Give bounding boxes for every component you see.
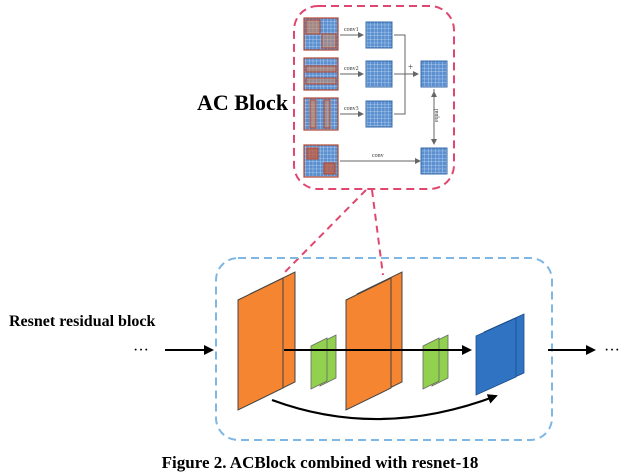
plus-label: + <box>408 62 413 72</box>
conv1-output-grid <box>365 21 393 49</box>
left-ellipsis: ··· <box>133 342 149 359</box>
ac-input-stack-2 <box>303 57 339 91</box>
figure-caption: Figure 2. ACBlock combined with resnet-1… <box>161 453 479 472</box>
conv2-output-grid <box>365 60 393 88</box>
resnet-block-label: Resnet residual block <box>9 313 156 330</box>
conv3-output-grid <box>365 100 393 128</box>
conv-label: conv <box>372 153 384 159</box>
conv2-label: conv2 <box>344 66 359 72</box>
equal-label: equal <box>434 109 440 122</box>
ac-input-stack-4 <box>303 144 339 178</box>
sum-bracket <box>394 34 418 115</box>
right-ellipsis: ··· <box>604 342 620 359</box>
sum-output-grid <box>420 60 448 88</box>
connector-line-2 <box>371 189 384 276</box>
ac-block-label: AC Block <box>197 90 289 115</box>
conv1-label: conv1 <box>344 27 359 33</box>
blue-output-map <box>475 313 525 396</box>
connector-line-1 <box>281 189 367 276</box>
fused-output-grid <box>420 147 448 175</box>
conv3-label: conv3 <box>344 106 359 112</box>
green-layer-1 <box>310 334 337 390</box>
ac-input-stack-3 <box>303 97 339 131</box>
skip-connection-arrow <box>271 394 498 421</box>
ac-block-border <box>293 5 455 190</box>
orange-conv-layer-2 <box>345 271 403 411</box>
orange-conv-layer-1 <box>237 271 296 411</box>
ac-input-stack-1 <box>303 17 339 51</box>
green-layer-2 <box>422 334 449 390</box>
